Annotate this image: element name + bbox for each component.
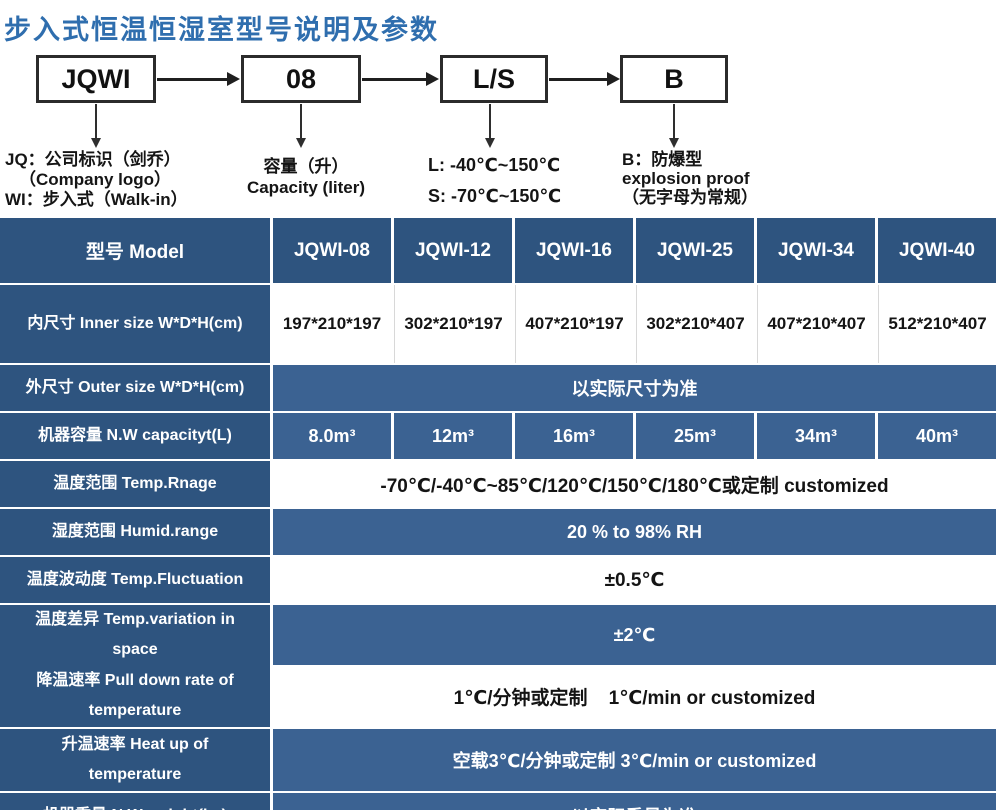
spec-table: 型号 Model JQWI-08 JQWI-12 JQWI-16 JQWI-25… — [0, 218, 996, 810]
header-model-cell: JQWI-16 — [515, 218, 633, 283]
table-row-inner-size: 内尺寸 Inner size W*D*H(cm) 197*210*197 302… — [0, 285, 996, 363]
note-line: 容量（升） — [263, 157, 349, 176]
arrow-down-icon — [669, 104, 679, 148]
value-cell: 302*210*407 — [636, 285, 754, 363]
note-line: （Company logo） — [19, 170, 172, 189]
arrow-right-icon — [157, 72, 240, 86]
value-cell: 197*210*197 — [273, 285, 391, 363]
value-cell: 12m³ — [394, 413, 512, 459]
note-line: S: -70℃~150℃ — [428, 186, 562, 206]
arrow-down-icon — [91, 104, 101, 148]
flow-box-brand: JQWI — [36, 55, 156, 103]
row-label: 湿度范围 Humid.range — [0, 509, 270, 555]
value-cell: 407*210*407 — [757, 285, 875, 363]
row-label: 降温速率 Pull down rate of temperature — [0, 665, 270, 727]
value-cell: 8.0m³ — [273, 413, 391, 459]
note-explosion-proof: B：防爆型 explosion proof （无字母为常规） — [622, 150, 758, 207]
row-label: 外尺寸 Outer size W*D*H(cm) — [0, 365, 270, 411]
table-header-row: 型号 Model JQWI-08 JQWI-12 JQWI-16 JQWI-25… — [0, 218, 996, 283]
flow-box-capacity: 08 — [241, 55, 361, 103]
arrow-right-icon — [549, 72, 620, 86]
value-cell: 302*210*197 — [394, 285, 512, 363]
page-title: 步入式恒温恒湿室型号说明及参数 — [4, 15, 439, 45]
table-row-outer-size: 外尺寸 Outer size W*D*H(cm) 以实际尺寸为准 — [0, 365, 996, 411]
value-cell: 34m³ — [757, 413, 875, 459]
value-cell: 25m³ — [636, 413, 754, 459]
arrow-right-icon — [362, 72, 439, 86]
note-line: explosion proof — [622, 169, 750, 188]
table-row-temp-variation: 温度差异 Temp.variation in space ±2℃ — [0, 605, 996, 665]
header-model-cell: JQWI-25 — [636, 218, 754, 283]
value-cell: 512*210*407 — [878, 285, 996, 363]
value-cell: -70℃/-40℃~85℃/120℃/150℃/180℃或定制 customiz… — [273, 461, 996, 507]
table-row-capacity: 机器容量 N.W capacityt(L) 8.0m³ 12m³ 16m³ 25… — [0, 413, 996, 459]
row-label: 机器重量 N.W weight(kg) — [0, 793, 270, 810]
note-line: Capacity (liter) — [246, 178, 366, 197]
note-line: （无字母为常规） — [622, 188, 758, 207]
note-line: WI：步入式（Walk-in） — [5, 190, 188, 209]
value-cell: ±2℃ — [273, 605, 996, 665]
row-label: 升温速率 Heat up of temperature — [0, 729, 270, 791]
row-label: 机器容量 N.W capacityt(L) — [0, 413, 270, 459]
arrow-down-icon — [485, 104, 495, 148]
table-row-temp-range: 温度范围 Temp.Rnage -70℃/-40℃~85℃/120℃/150℃/… — [0, 461, 996, 507]
value-cell: 40m³ — [878, 413, 996, 459]
arrow-down-icon — [296, 104, 306, 148]
flow-box-temp-range: L/S — [440, 55, 548, 103]
table-row-temp-fluctuation: 温度波动度 Temp.Fluctuation ±0.5℃ — [0, 557, 996, 603]
note-line: JQ：公司标识（剑乔） — [5, 150, 181, 169]
model-code-diagram: 步入式恒温恒湿室型号说明及参数 JQWI 08 L/S B JQ：公司标识（剑乔… — [0, 0, 996, 218]
header-model-cell: JQWI-40 — [878, 218, 996, 283]
header-model-label: 型号 Model — [0, 218, 270, 283]
row-label: 温度范围 Temp.Rnage — [0, 461, 270, 507]
row-label: 内尺寸 Inner size W*D*H(cm) — [0, 285, 270, 363]
value-cell: 以实际尺寸为准 — [273, 365, 996, 411]
table-row-pull-down-rate: 降温速率 Pull down rate of temperature 1℃/分钟… — [0, 665, 996, 727]
value-cell: ±0.5℃ — [273, 557, 996, 603]
flow-box-explosion: B — [620, 55, 728, 103]
table-row-weight: 机器重量 N.W weight(kg) 以实际重量为准 — [0, 793, 996, 810]
header-model-cell: JQWI-34 — [757, 218, 875, 283]
header-model-cell: JQWI-08 — [273, 218, 391, 283]
value-cell: 空载3℃/分钟或定制 3℃/min or customized — [273, 729, 996, 791]
note-line: B：防爆型 — [622, 150, 703, 169]
note-line: L: -40℃~150℃ — [428, 155, 561, 175]
value-cell: 1℃/分钟或定制 1℃/min or customized — [273, 665, 996, 727]
row-label: 温度波动度 Temp.Fluctuation — [0, 557, 270, 603]
header-model-cell: JQWI-12 — [394, 218, 512, 283]
note-capacity: 容量（升） Capacity (liter) — [223, 156, 389, 198]
value-cell: 20 % to 98% RH — [273, 509, 996, 555]
value-cell: 407*210*197 — [515, 285, 633, 363]
table-row-humidity-range: 湿度范围 Humid.range 20 % to 98% RH — [0, 509, 996, 555]
note-temp-range: L: -40℃~150℃ S: -70℃~150℃ — [428, 150, 561, 212]
value-cell: 以实际重量为准 — [273, 793, 996, 810]
value-cell: 16m³ — [515, 413, 633, 459]
row-label: 温度差异 Temp.variation in space — [0, 605, 270, 665]
note-company-logo: JQ：公司标识（剑乔） （Company logo） WI：步入式（Walk-i… — [5, 150, 188, 210]
table-row-heat-up-rate: 升温速率 Heat up of temperature 空载3℃/分钟或定制 3… — [0, 729, 996, 791]
